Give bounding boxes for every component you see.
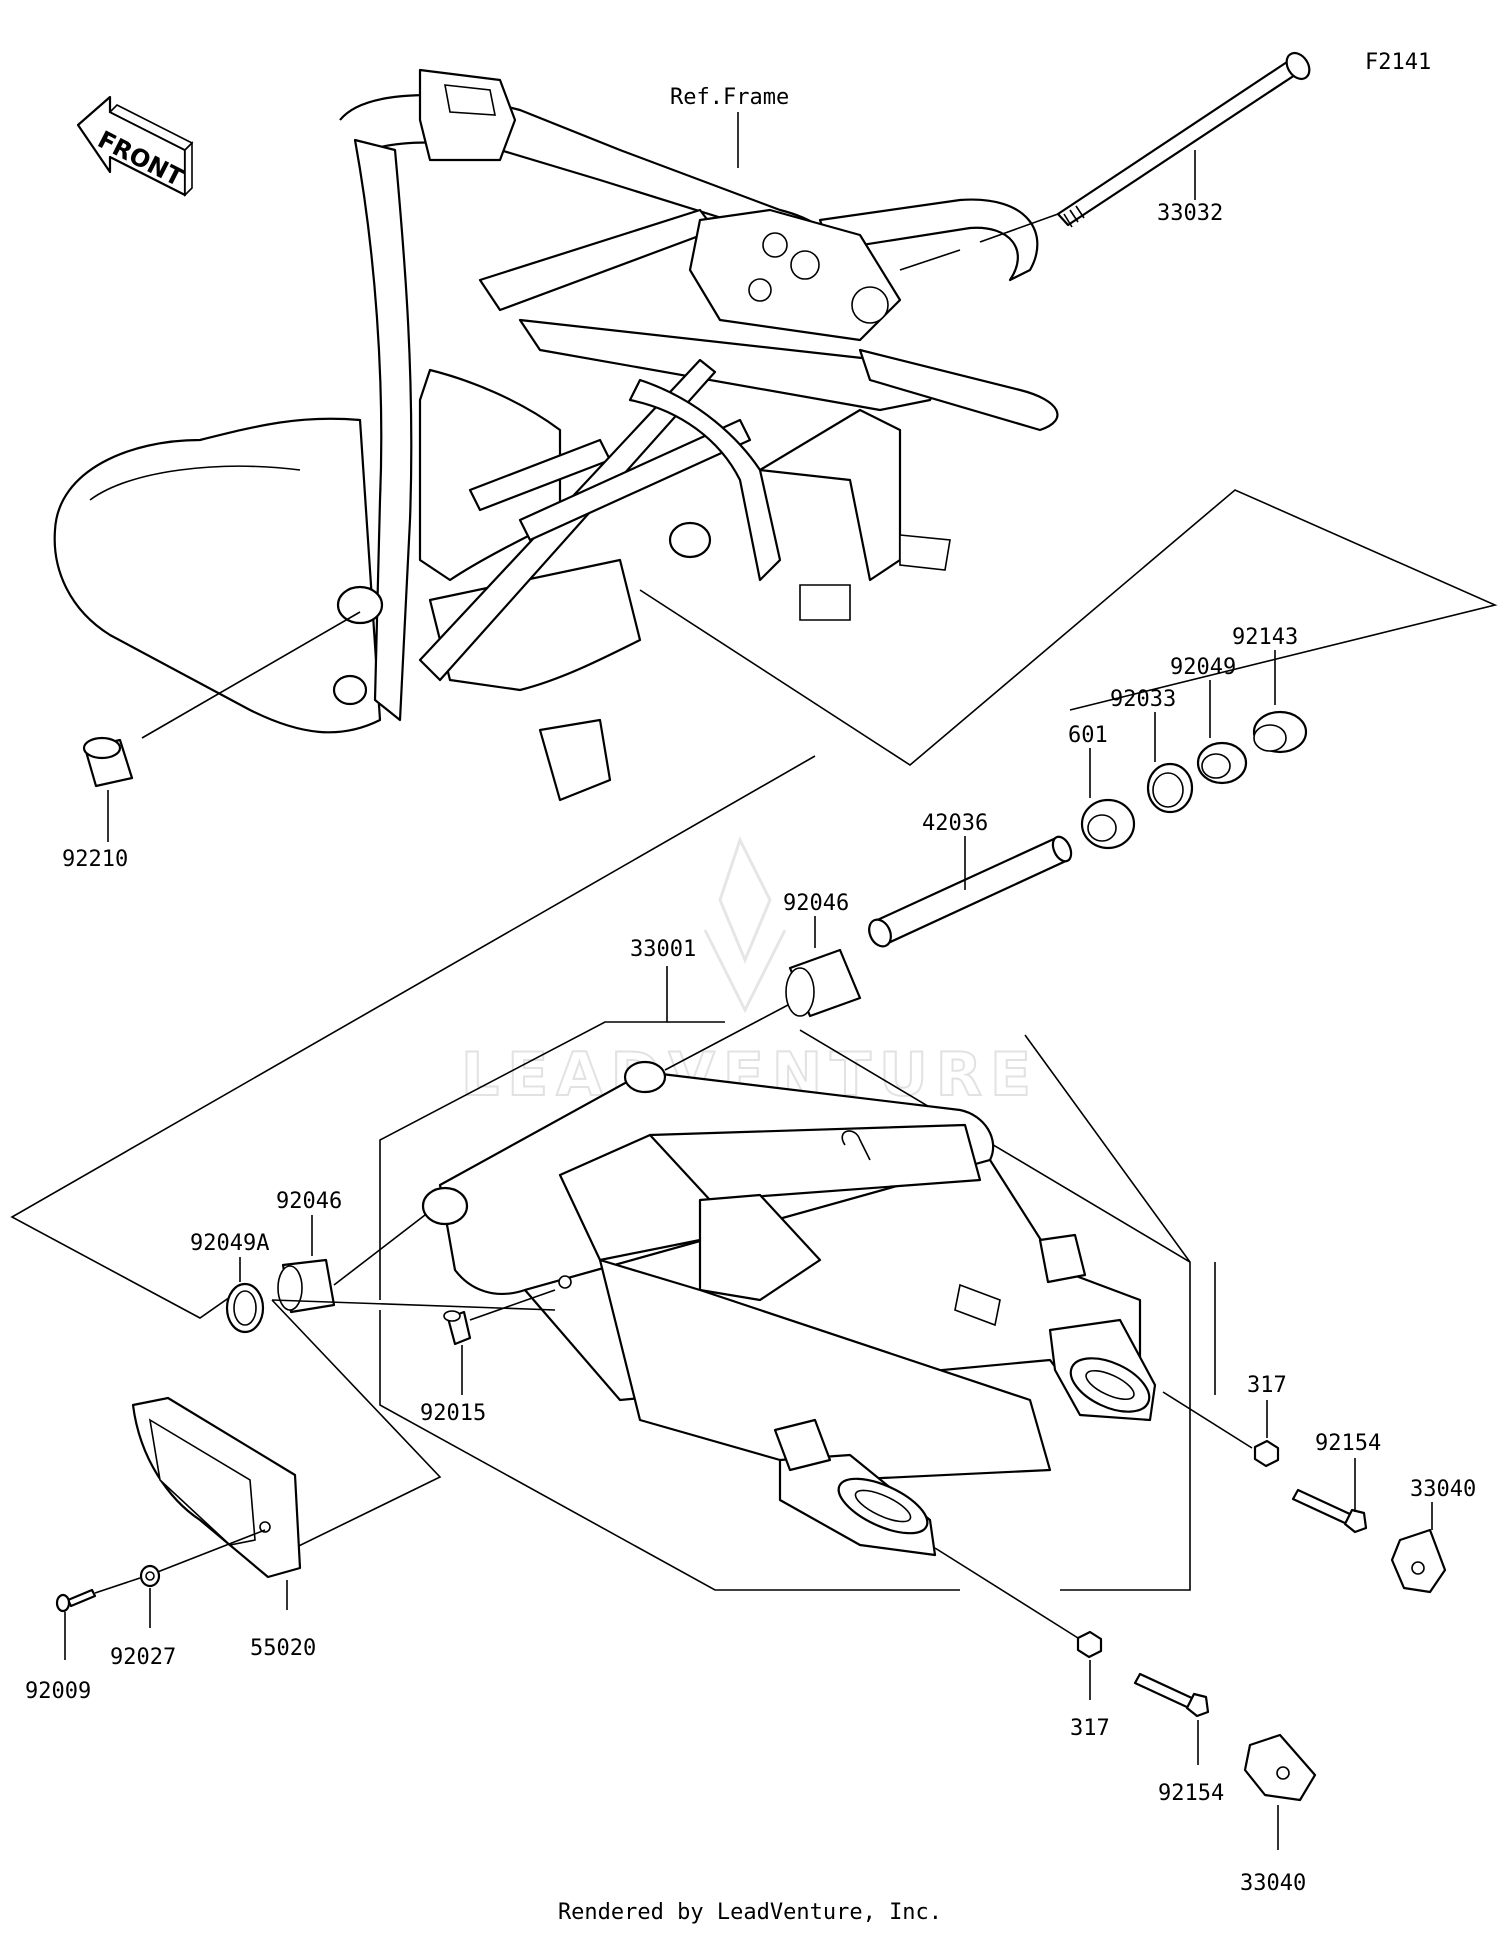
label-317-upper: 317	[1247, 1373, 1287, 1398]
label-92033: 92033	[1110, 687, 1176, 712]
label-33001: 33001	[630, 937, 696, 962]
label-92046-top: 92046	[783, 891, 849, 916]
part-92154-bolt-upper[interactable]	[1291, 1488, 1368, 1534]
part-33001-swing-arm[interactable]	[421, 1060, 1157, 1557]
label-92143: 92143	[1232, 625, 1298, 650]
label-33040-lower: 33040	[1240, 1871, 1306, 1896]
watermark: LEADVENTURE	[460, 836, 1032, 1111]
label-92049A: 92049A	[190, 1231, 269, 1256]
label-92154-lower: 92154	[1158, 1781, 1224, 1806]
ref-frame-label: Ref.Frame	[670, 85, 789, 110]
part-92143-collar[interactable]	[1252, 710, 1308, 754]
part-92049-oil-seal[interactable]	[1196, 741, 1248, 785]
part-317-nut-upper[interactable]	[1253, 1439, 1280, 1468]
label-92210: 92210	[62, 847, 128, 872]
part-42036-sleeve[interactable]	[865, 834, 1075, 950]
label-92046-left: 92046	[276, 1189, 342, 1214]
label-601: 601	[1068, 723, 1108, 748]
label-42036: 42036	[922, 811, 988, 836]
label-33032: 33032	[1157, 201, 1223, 226]
part-92027-washer[interactable]	[139, 1564, 161, 1588]
footer-credit: Rendered by LeadVenture, Inc.	[557, 1900, 943, 1925]
part-92009-screw[interactable]	[55, 1588, 97, 1613]
diagram-id: F2141	[1365, 50, 1431, 75]
label-317-lower: 317	[1070, 1716, 1110, 1741]
label-92009: 92009	[25, 1679, 91, 1704]
part-33040-adjuster-upper[interactable]	[1390, 1528, 1447, 1594]
label-92049: 92049	[1170, 655, 1236, 680]
part-55020-chain-guard[interactable]	[131, 1396, 302, 1579]
part-601-bearing[interactable]	[1080, 798, 1136, 850]
part-33040-adjuster-lower[interactable]	[1243, 1733, 1317, 1802]
label-55020: 55020	[250, 1636, 316, 1661]
part-92046-needle-bearing-top[interactable]	[785, 948, 862, 1018]
part-92154-bolt-lower[interactable]	[1133, 1672, 1210, 1718]
label-92027: 92027	[110, 1645, 176, 1670]
frame-illustration	[53, 68, 1059, 802]
part-92046-needle-bearing-left[interactable]	[277, 1258, 336, 1314]
part-317-nut-lower[interactable]	[1076, 1630, 1103, 1659]
part-92049A-seal[interactable]	[225, 1282, 265, 1334]
part-92015-grease-fitting[interactable]	[443, 1310, 472, 1346]
label-92015: 92015	[420, 1401, 486, 1426]
label-33040-upper: 33040	[1410, 1477, 1476, 1502]
part-33032-pivot-shaft[interactable]	[1056, 49, 1314, 228]
front-arrow-icon: FRONT	[76, 95, 194, 197]
part-92033-circlip[interactable]	[1146, 762, 1194, 814]
label-92154-upper: 92154	[1315, 1431, 1381, 1456]
part-92210-collar[interactable]	[82, 736, 134, 788]
